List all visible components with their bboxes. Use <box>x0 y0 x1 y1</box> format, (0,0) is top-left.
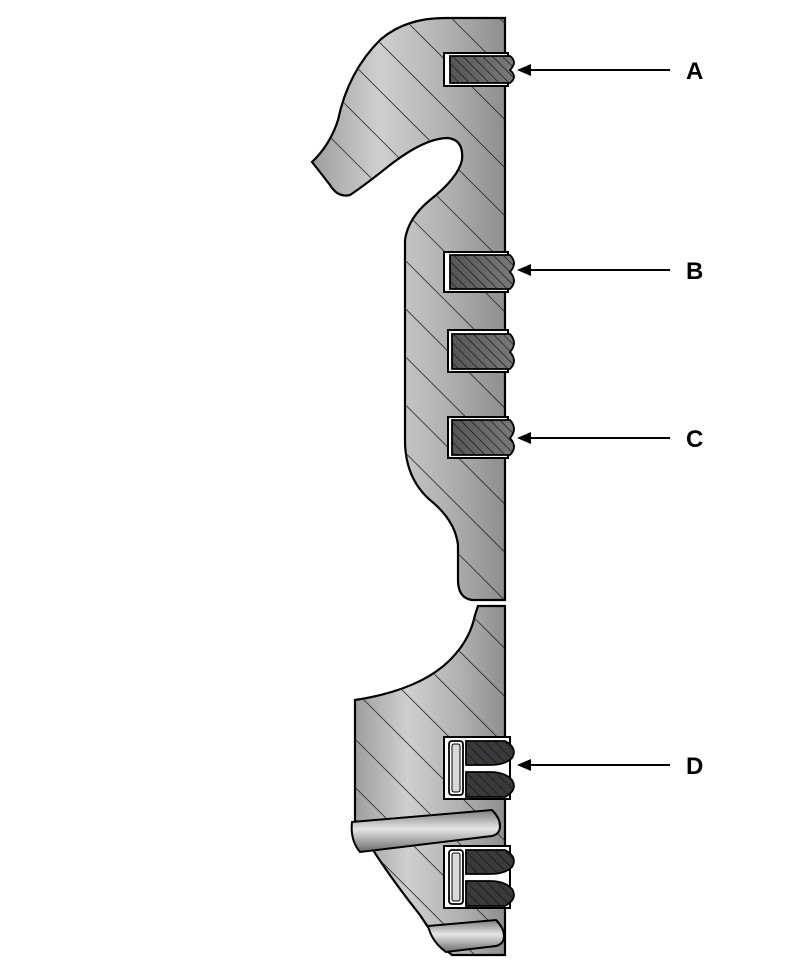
ring-c <box>447 416 515 459</box>
pin-bore-lower <box>426 918 506 954</box>
callout-b: B <box>517 258 703 285</box>
oil-ring-lower <box>443 845 515 909</box>
upper-piston-section <box>310 16 507 602</box>
ring-middle <box>447 329 515 373</box>
callout-d: D <box>517 753 703 780</box>
callout-c-label: C <box>686 426 703 453</box>
ring-a <box>443 52 515 87</box>
callout-a: A <box>517 58 703 85</box>
oil-ring-d <box>443 736 515 800</box>
callout-b-label: B <box>686 258 703 285</box>
callout-c: C <box>517 426 703 453</box>
callout-d-label: D <box>686 753 703 780</box>
ring-b <box>443 251 515 293</box>
callout-a-label: A <box>686 58 703 85</box>
pin-bore-upper <box>350 808 502 854</box>
